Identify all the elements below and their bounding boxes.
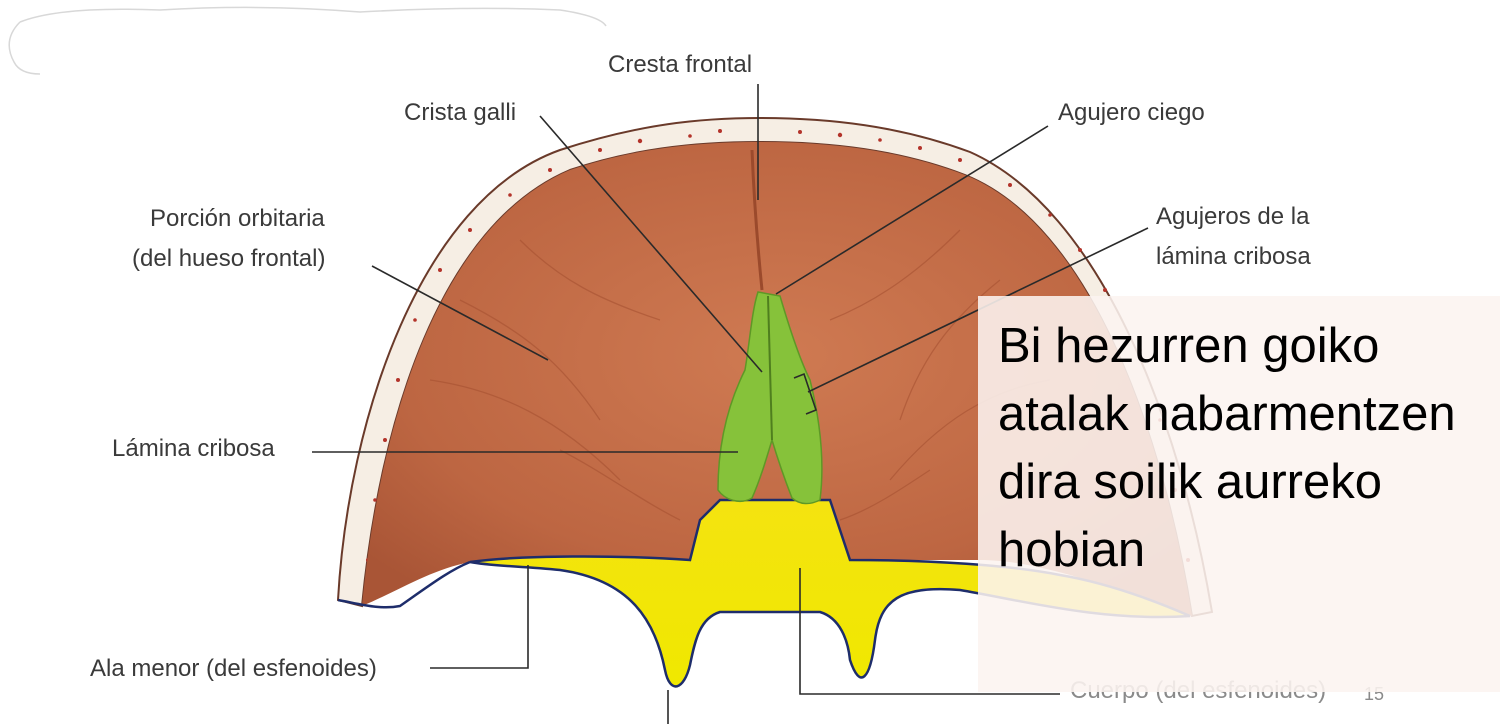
caption-overlay-text: Bi hezurren goiko atalak nabarmentzen di… (998, 319, 1456, 577)
label-crista-galli: Crista galli (404, 99, 516, 126)
crista-galli-ridge (767, 295, 773, 441)
label-agujero-ciego: Agujero ciego (1058, 99, 1205, 126)
label-porcion-orbitaria-line2: (del hueso frontal) (132, 245, 325, 272)
sphenoid-bone (469, 498, 1191, 688)
label-agujeros-lamina-line1: Agujeros de la (1156, 203, 1310, 230)
label-lamina-cribosa: Lámina cribosa (112, 435, 275, 462)
sphenoid-lower-border (337, 560, 471, 609)
label-ala-menor: Ala menor (del esfenoides) (90, 655, 377, 682)
label-cresta-frontal: Cresta frontal (608, 51, 752, 78)
label-porcion-orbitaria-line1: Porción orbitaria (150, 205, 325, 232)
caption-overlay-box (978, 296, 1500, 692)
torn-edge-decoration (8, 6, 607, 75)
frontal-crest-ridge (750, 149, 764, 291)
label-agujeros-lamina-line2: lámina cribosa (1156, 243, 1311, 270)
